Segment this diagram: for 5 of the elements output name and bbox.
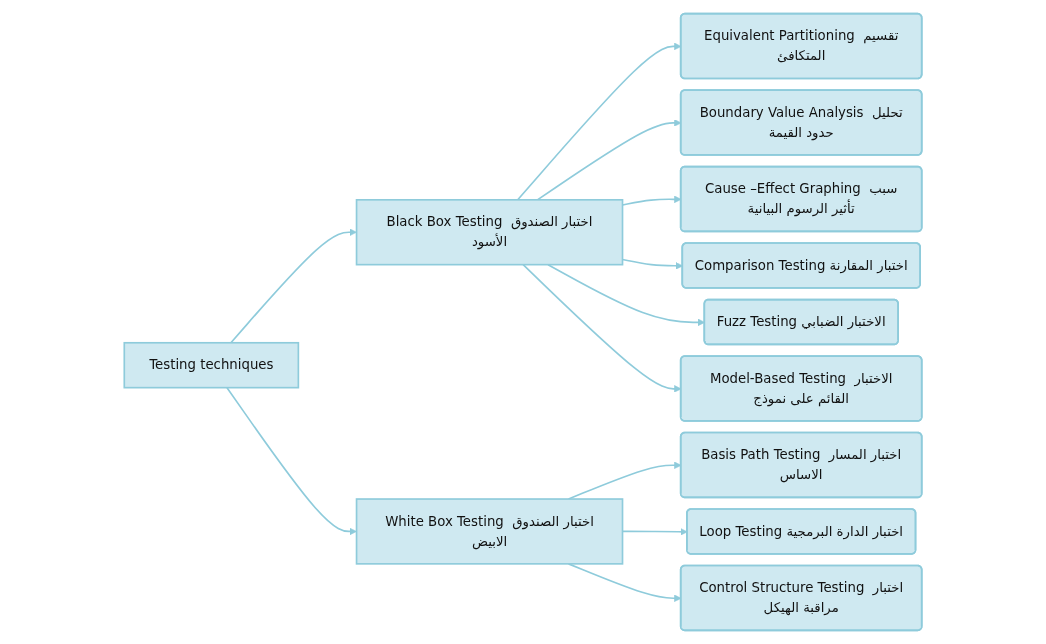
arrow [226,386,357,536]
node-box: Testing techniques [123,341,300,389]
node-box: White Box Testing اختبار الصندوق الابيض [355,498,624,565]
node-box: Black Box Testing اختبار الصندوق الأسود [355,199,624,266]
arrow [230,228,357,344]
